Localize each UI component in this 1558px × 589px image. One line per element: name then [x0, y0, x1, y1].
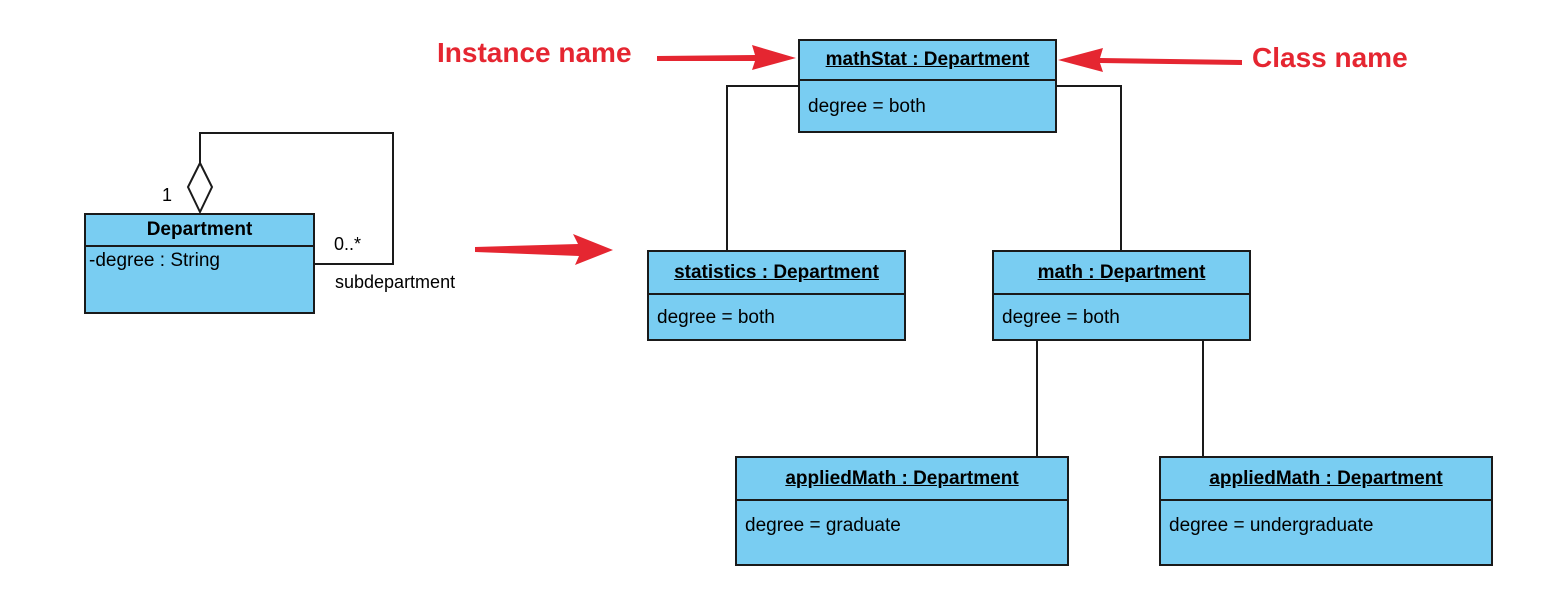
- multiplicity-one: 1: [162, 185, 173, 205]
- class-name-arrow: [1058, 48, 1242, 72]
- instance-name-arrow: [657, 45, 796, 70]
- object-title: mathStat : Department: [800, 41, 1055, 81]
- object-title: appliedMath : Department: [1161, 458, 1491, 501]
- object-mathstat: mathStat : Department degree = both: [798, 39, 1057, 133]
- multiplicity-many: 0..*: [334, 234, 362, 254]
- object-attribute: degree = graduate: [745, 515, 901, 536]
- object-title: appliedMath : Department: [737, 458, 1067, 501]
- link-mathstat-math: [1056, 85, 1122, 251]
- object-attribute: degree = both: [1002, 307, 1120, 328]
- object-title: statistics : Department: [649, 252, 904, 295]
- object-math: math : Department degree = both: [992, 250, 1251, 341]
- department-class-name: Department: [86, 215, 313, 247]
- object-attribute: degree = both: [657, 307, 775, 328]
- object-statistics: statistics : Department degree = both: [647, 250, 906, 341]
- department-class-attribute: -degree : String: [89, 250, 220, 271]
- object-appliedmath-undergraduate: appliedMath : Department degree = underg…: [1159, 456, 1493, 566]
- role-label: subdepartment: [335, 272, 456, 292]
- object-attribute: degree = undergraduate: [1169, 515, 1374, 536]
- instance-name-annotation: Instance name: [437, 37, 632, 68]
- class-name-annotation: Class name: [1252, 42, 1408, 73]
- object-title: math : Department: [994, 252, 1249, 295]
- aggregation-diamond: [186, 160, 214, 215]
- aggregation-line: [199, 132, 394, 265]
- object-appliedmath-graduate: appliedMath : Department degree = gradua…: [735, 456, 1069, 566]
- department-class-box: Department -degree : String: [84, 213, 315, 314]
- link-mathstat-statistics: [726, 85, 799, 251]
- object-attribute: degree = both: [808, 96, 926, 117]
- transform-arrow: [475, 234, 613, 265]
